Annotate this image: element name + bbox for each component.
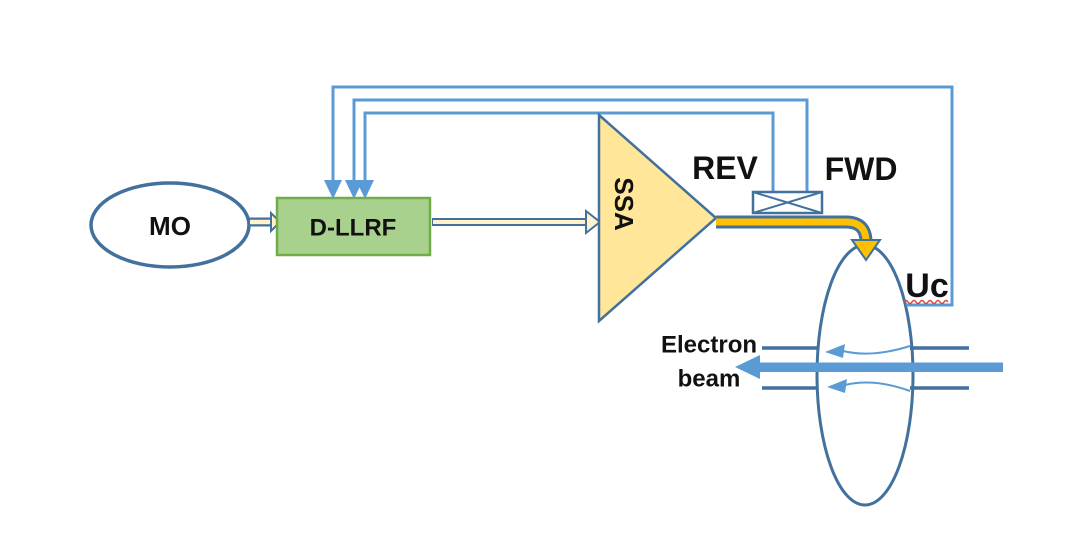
uc-feedback-line xyxy=(331,85,954,307)
fwd-feedback-line xyxy=(352,98,809,192)
directional-coupler xyxy=(751,190,824,215)
rev-feedback-line xyxy=(363,111,775,192)
uc-feedback-arrowhead-icon xyxy=(324,180,342,199)
drive-arrowhead-icon xyxy=(585,208,602,236)
dllrf-to-ssa-arrow xyxy=(432,208,602,236)
field-arc-lower xyxy=(844,381,911,392)
cavity-ellipse xyxy=(815,243,915,507)
coupler-cross-icon xyxy=(752,191,823,214)
field-arc-upper xyxy=(842,345,911,355)
spellcheck-squiggle-icon xyxy=(903,299,949,305)
electron-beam-label-line1: Electron xyxy=(661,332,757,359)
waveguide-inner xyxy=(716,218,870,243)
mo-to-dllrf-arrow xyxy=(249,210,282,234)
electron-beam-arrow xyxy=(735,355,1003,379)
fwd-label: FWD xyxy=(825,151,898,187)
waveguide-arrowhead-icon xyxy=(850,239,882,262)
beam-shaft xyxy=(757,362,1003,372)
cavity-field-arrows xyxy=(825,344,911,393)
uc-label: Uc xyxy=(905,267,948,305)
field-arrowhead-lower-icon xyxy=(827,379,847,393)
field-arrowhead-upper-icon xyxy=(825,344,845,358)
mo-arrowhead-icon xyxy=(270,210,282,234)
beam-arrowhead-icon xyxy=(735,355,760,379)
ssa-label: SSA xyxy=(609,177,639,231)
waveguide xyxy=(716,215,882,262)
rev-label: REV xyxy=(692,150,758,186)
ssa-triangle xyxy=(597,112,718,324)
rev-feedback-arrowhead-icon xyxy=(356,180,374,199)
dllrf-label: D-LLRF xyxy=(310,215,397,242)
dllrf-box xyxy=(275,196,432,257)
electron-beam-label-line2: beam xyxy=(678,366,741,393)
mo-label: MO xyxy=(149,211,191,241)
